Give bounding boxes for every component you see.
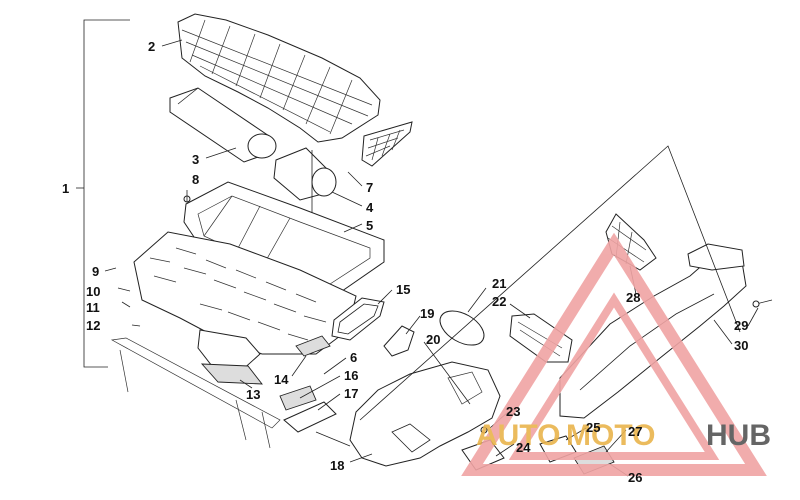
part-4-small-filter (273, 147, 337, 300)
callout-28: 28 (626, 290, 640, 305)
part-18-lower-airbox (349, 361, 501, 467)
callout-6: 6 (350, 350, 357, 365)
sub-assembly-frame (315, 145, 741, 447)
part-7-mesh-screen (361, 121, 413, 167)
callout-22: 22 (492, 294, 506, 309)
callout-labels: 1 2 3 4 5 6 7 8 9 10 11 12 13 14 15 16 1… (62, 39, 748, 485)
callout-16: 16 (344, 368, 358, 383)
callout-30: 30 (734, 338, 748, 353)
callout-3: 3 (192, 152, 199, 167)
callout-19: 19 (420, 306, 434, 321)
callout-2: 2 (148, 39, 155, 54)
callout-21: 21 (492, 276, 506, 291)
callout-5: 5 (366, 218, 373, 233)
callout-8: 8 (192, 172, 199, 187)
callout-12: 12 (86, 318, 100, 333)
part-29-screw (752, 299, 773, 308)
part-16-17-pads (279, 385, 337, 433)
part-19-clip (383, 325, 415, 357)
callout-20: 20 (426, 332, 440, 347)
part-21-oval-gasket (439, 310, 485, 346)
watermark-auto-text: AUTO (476, 419, 560, 452)
callout-1: 1 (62, 181, 69, 196)
part-30-intake-duct (559, 243, 747, 419)
callout-17: 17 (344, 386, 358, 401)
callout-11: 11 (86, 300, 100, 315)
watermark-logo: AUTO MOTO HUB (461, 232, 771, 476)
callout-27: 27 (628, 424, 642, 439)
callout-10: 10 (86, 284, 100, 299)
leader-lines (104, 39, 759, 477)
assembly-bracket (76, 19, 130, 368)
callout-29: 29 (734, 318, 748, 333)
callout-24: 24 (516, 440, 531, 455)
callout-23: 23 (506, 404, 520, 419)
callout-4: 4 (366, 200, 374, 215)
part-14-gasket (295, 335, 331, 357)
part-3-air-filter (169, 87, 277, 163)
callout-14: 14 (274, 372, 289, 387)
part-13-bracket (110, 337, 281, 449)
callout-9: 9 (92, 264, 99, 279)
watermark-moto-text: MOTO (566, 419, 655, 452)
callout-18: 18 (330, 458, 344, 473)
callout-15: 15 (396, 282, 410, 297)
watermark-hub-text: HUB (706, 419, 771, 452)
callout-26: 26 (628, 470, 642, 485)
part-15-seal (331, 297, 385, 341)
callout-13: 13 (246, 387, 260, 402)
callout-7: 7 (366, 180, 373, 195)
part-8-fastener (183, 190, 191, 203)
callout-25: 25 (586, 420, 600, 435)
part-2-upper-housing (177, 13, 381, 143)
